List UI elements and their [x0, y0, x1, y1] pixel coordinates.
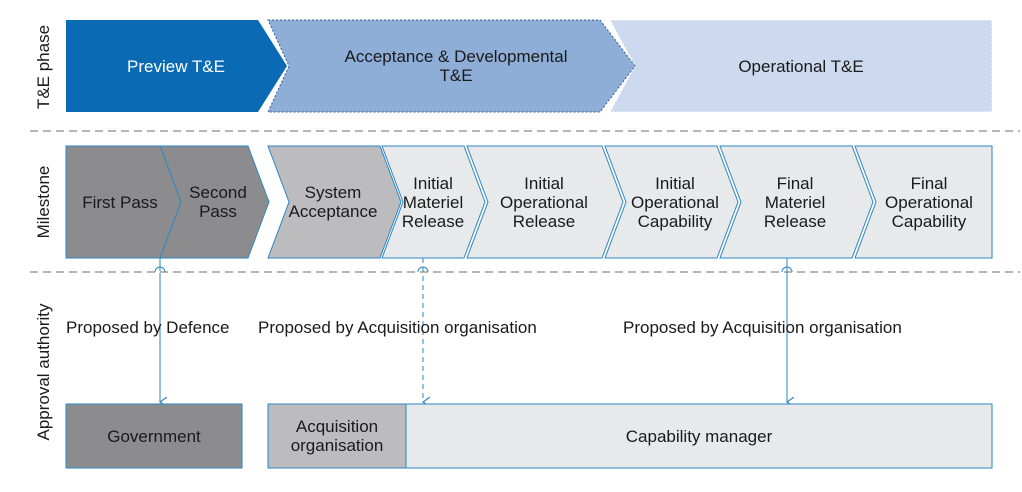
milestone-initial-operational-release-label: Initial Operational Release — [500, 173, 588, 231]
milestone-system-acceptance-label: System Acceptance — [288, 183, 378, 221]
proposal-acquisition-text-2: Proposed by Acquisition organisation — [623, 318, 902, 337]
milestone-second-pass-label: Second Pass — [189, 183, 247, 221]
phase-preview-shape — [66, 20, 287, 112]
authority-acquisition-org-label: Acquisition organisation — [290, 417, 384, 455]
authority-government-box — [65, 403, 243, 469]
row-label-milestone: Milestone — [34, 165, 53, 239]
phase-acceptance-label: Acceptance & Developmental T&E — [344, 47, 568, 85]
connector-hop-2 — [417, 266, 429, 273]
milestone-final-operational-capability-shape — [854, 145, 993, 259]
connector-hop-3 — [781, 266, 793, 273]
authority-government-label: Government — [107, 426, 201, 446]
phase-operational-label: Operational T&E — [738, 56, 864, 76]
milestone-first-pass-label: First Pass — [82, 192, 158, 212]
connector-hop-1 — [154, 266, 166, 273]
row-label-phase: T&E phase — [34, 24, 53, 110]
milestone-system-acceptance-shape — [267, 145, 402, 259]
phase-operational-shape — [609, 19, 993, 113]
authority-capability-manager-label: Capability manager — [625, 426, 773, 446]
milestone-initial-materiel-release-shape — [381, 145, 486, 259]
milestone-final-materiel-release-label: Final Materiel Release — [763, 173, 827, 231]
phase-preview-label: Preview T&E — [127, 56, 225, 76]
authority-acquisition-org-box — [267, 403, 407, 469]
milestone-final-materiel-release-shape — [719, 145, 874, 259]
proposal-defence-text: Proposed by Defence — [66, 318, 230, 337]
phase-acceptance-shape — [267, 19, 636, 113]
milestone-initial-materiel-release-label: Initial Materiel Release — [401, 173, 465, 231]
milestone-initial-operational-capability-shape — [604, 145, 739, 259]
row-label-approval: Approval authority — [34, 303, 53, 441]
milestone-first-pass-shape — [65, 145, 182, 259]
milestone-initial-operational-capability-label: Initial Operational Capability — [631, 173, 719, 231]
proposal-acquisition-text-1: Proposed by Acquisition organisation — [258, 318, 537, 337]
milestone-final-operational-capability-label: Final Operational Capability — [885, 173, 973, 231]
milestone-initial-operational-release-shape — [466, 145, 624, 259]
